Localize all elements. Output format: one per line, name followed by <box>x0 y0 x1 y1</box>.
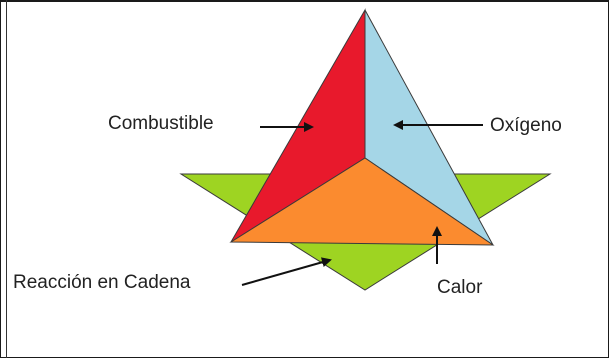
oxygen-label: Oxígeno <box>490 115 562 136</box>
left-border-line <box>6 0 7 358</box>
heat-face <box>229 157 495 246</box>
fuel-label: Combustible <box>108 113 214 134</box>
chain-reaction-arrow <box>241 257 332 286</box>
heat-label: Calor <box>437 277 483 298</box>
chain-reaction-label: Reacción en Cadena <box>13 272 191 293</box>
